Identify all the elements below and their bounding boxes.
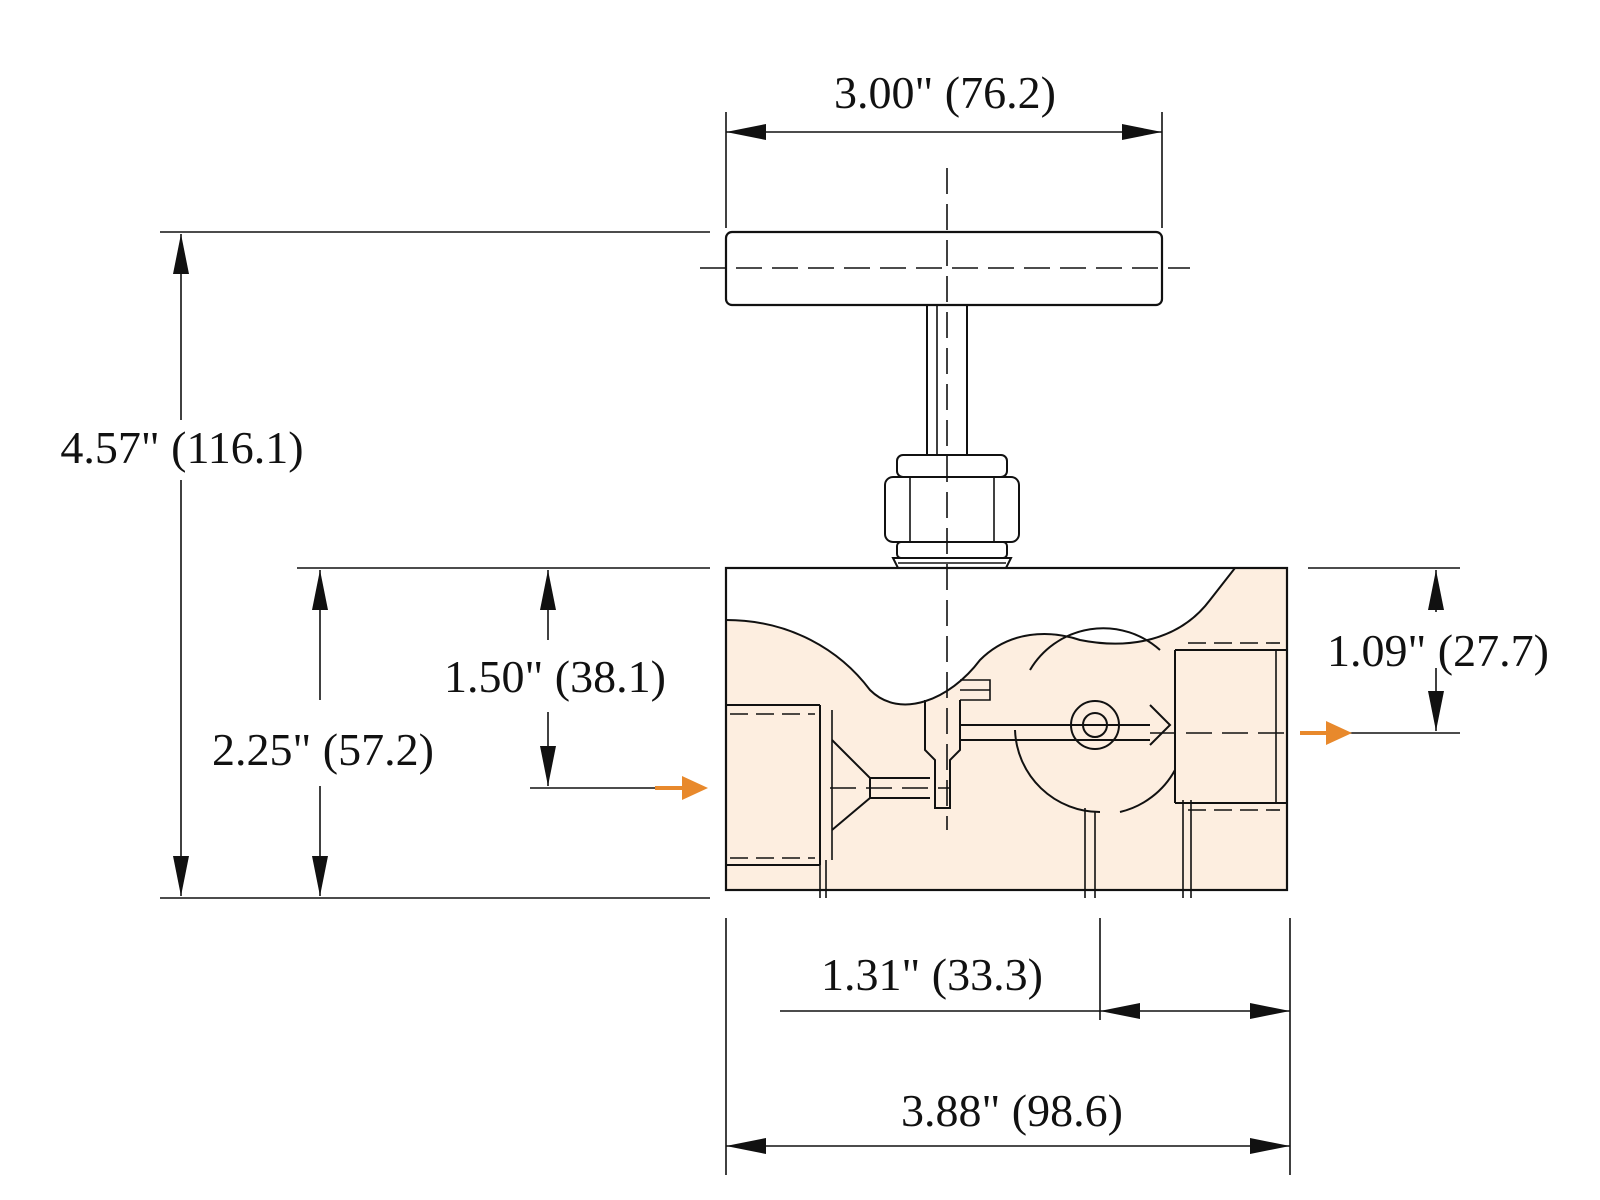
valve-body xyxy=(724,566,1289,898)
section-fill xyxy=(726,568,1287,890)
dim-label-outlet-height: 1.09" (27.7) xyxy=(1327,625,1549,676)
outlet-port xyxy=(1174,642,1287,898)
dim-label-body-height: 2.25" (57.2) xyxy=(212,724,434,775)
flow-arrow-right-icon xyxy=(655,776,708,800)
dim-label-handle-width: 3.00" (76.2) xyxy=(834,67,1056,118)
chamber xyxy=(1014,627,1176,898)
break-line xyxy=(725,567,1236,706)
dimension-lines xyxy=(173,124,1444,1154)
bonnet-nut xyxy=(884,454,1020,569)
valve-stem xyxy=(926,305,968,455)
flow-arrow-right-icon xyxy=(1300,721,1352,745)
dim-label-overall-height: 4.57" (116.1) xyxy=(60,422,303,473)
dim-label-body-width: 3.88" (98.6) xyxy=(901,1085,1123,1136)
center-lines xyxy=(700,168,1287,830)
dim-label-inlet-height: 1.50" (38.1) xyxy=(444,651,666,702)
dim-label-center-offset: 1.31" (33.3) xyxy=(821,949,1043,1000)
